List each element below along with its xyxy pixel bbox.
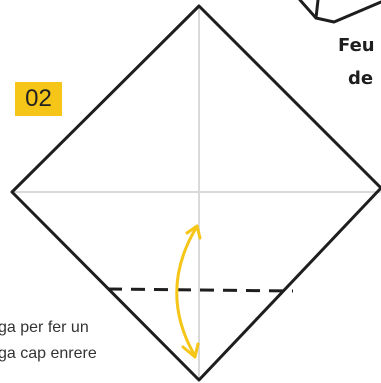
- fold-arrow-curve: [175, 226, 198, 358]
- instruction-line-1: ga per fer un: [0, 319, 89, 336]
- fold-arrow-head-bottom: [181, 342, 200, 359]
- box-corner-outline: [298, 0, 381, 24]
- instruction-line-2: ga cap enrere: [0, 345, 97, 362]
- paper-square-outline: [10, 4, 381, 382]
- fold-arrow-head-top: [185, 224, 202, 240]
- corner-heading-line-1: Feu s: [338, 35, 381, 56]
- step-number-badge: 02: [15, 82, 62, 116]
- corner-heading-line-2: de: [348, 68, 374, 89]
- box-corner-edge: [314, 0, 320, 20]
- dashed-fold-line: [107, 287, 294, 293]
